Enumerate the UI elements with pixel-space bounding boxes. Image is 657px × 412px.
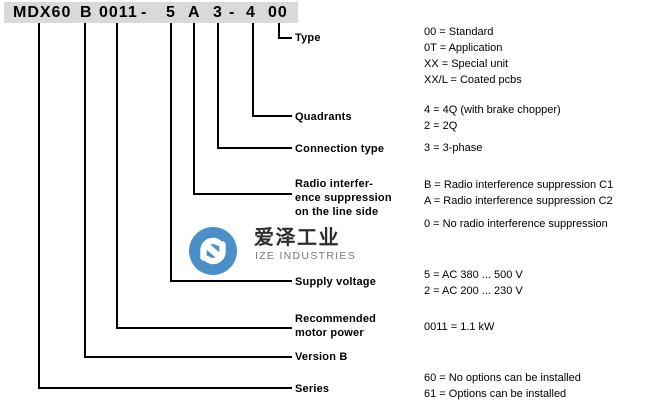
value-row: 60 = No options can be installed [424, 372, 581, 384]
connector-motor-horizontal [116, 327, 292, 329]
connector-connection-horizontal [217, 147, 292, 149]
connector-motor-vertical [116, 23, 118, 329]
values-quadrants: 4 = 4Q (with brake chopper) 2 = 2Q [424, 102, 561, 134]
values-radio-suppression: B = Radio interference suppression C1 A … [424, 177, 613, 209]
label-radio-line3: on the line side [295, 206, 379, 218]
code-segment-version: B [80, 4, 93, 21]
value-row: XX/L = Coated pcbs [424, 74, 522, 86]
code-separator-dash: - [141, 4, 148, 21]
connector-quadrants-vertical [252, 23, 254, 117]
connector-series-vertical [38, 23, 40, 389]
connector-radio-horizontal [193, 193, 292, 195]
code-separator-dash: - [229, 4, 236, 21]
code-segment-supply: 5 [166, 4, 176, 21]
label-motor-line1: Recommended [295, 313, 377, 325]
label-series: Series [295, 383, 330, 395]
code-segment-series: MDX60 [13, 4, 72, 21]
value-row: 00 = Standard [424, 26, 494, 38]
connector-connection-vertical [217, 23, 219, 149]
value-row: A = Radio interference suppression C2 [424, 195, 613, 207]
values-type: 00 = Standard 0T = Application XX = Spec… [424, 24, 522, 88]
value-row: 0T = Application [424, 42, 503, 54]
value-row: 61 = Options can be installed [424, 388, 567, 400]
value-row: XX = Special unit [424, 58, 509, 70]
value-row: 0011 = 1.1 kW [424, 321, 495, 333]
code-segment-connection: 3 [213, 4, 223, 21]
connector-version-vertical [84, 23, 86, 358]
connector-supply-horizontal [170, 280, 292, 282]
label-connection-type: Connection type [295, 143, 385, 155]
label-version: Version B [295, 351, 348, 363]
connector-series-horizontal [38, 387, 292, 389]
label-supply-voltage: Supply voltage [295, 276, 377, 288]
code-segment-radio: A [188, 4, 201, 21]
value-row: 2 = 2Q [424, 120, 458, 132]
values-series: 60 = No options can be installed 61 = Op… [424, 370, 581, 402]
connector-type-horizontal [278, 37, 292, 39]
value-row: 2 = AC 200 ... 230 V [424, 285, 523, 297]
values-connection-type: 3 = 3-phase [424, 140, 482, 156]
label-radio-line2: ence suppression [295, 192, 392, 204]
values-radio-suppression-none: 0 = No radio interference suppression [424, 216, 608, 232]
code-segment-motor-power: 0011 [99, 4, 138, 21]
model-code-box: MDX60 B 0011 - 5 A 3 - 4 00 [4, 2, 298, 23]
ize-logo-icon [189, 227, 237, 275]
value-row: B = Radio interference suppression C1 [424, 179, 614, 191]
connector-quadrants-horizontal [252, 115, 292, 117]
watermark-company-name-cn: 爱泽工业 [254, 227, 340, 249]
label-radio-suppression: Radio interfer- ence suppression on the … [295, 177, 392, 219]
connector-type-vertical [278, 23, 280, 39]
code-segment-type: 00 [268, 4, 288, 21]
value-row: 5 = AC 380 ... 500 V [424, 269, 523, 281]
label-radio-line1: Radio interfer- [295, 178, 374, 190]
connector-radio-vertical [193, 23, 195, 195]
value-row: 3 = 3-phase [424, 142, 483, 154]
watermark-company-name-en: IZE INDUSTRIES [255, 250, 357, 262]
label-motor-power: Recommended motor power [295, 312, 376, 340]
value-row: 0 = No radio interference suppression [424, 218, 608, 230]
label-quadrants: Quadrants [295, 111, 352, 123]
connector-version-horizontal [84, 356, 292, 358]
connector-supply-vertical [170, 23, 172, 282]
code-segment-quadrants: 4 [246, 4, 256, 21]
label-motor-line2: motor power [295, 327, 364, 339]
label-type: Type [295, 32, 321, 44]
values-supply-voltage: 5 = AC 380 ... 500 V 2 = AC 200 ... 230 … [424, 267, 523, 299]
value-row: 4 = 4Q (with brake chopper) [424, 104, 561, 116]
values-motor-power: 0011 = 1.1 kW [424, 319, 494, 335]
